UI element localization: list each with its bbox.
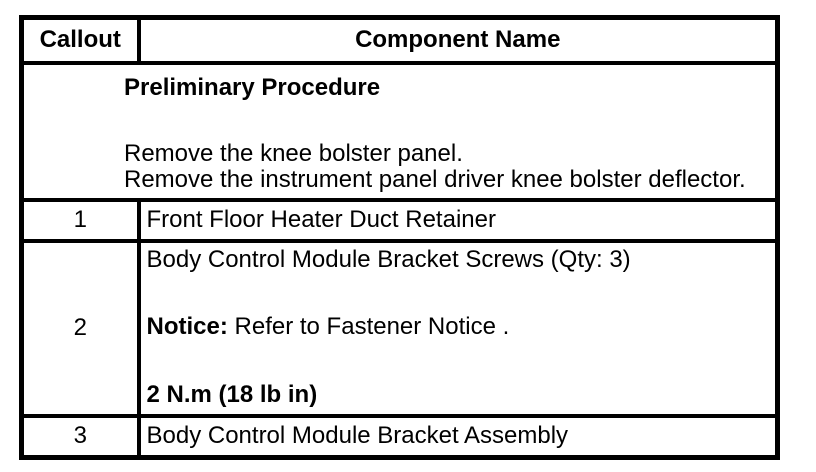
table-header-row: Callout Component Name [19,15,780,65]
callout-number-1: 1 [19,197,141,243]
table-row-1: 1 Front Floor Heater Duct Retainer [19,197,780,243]
callout-number-2: 2 [19,238,141,418]
component-callout-table: Callout Component Name Preliminary Proce… [19,15,780,460]
preliminary-step-1: Remove the knee bolster panel. [124,139,463,167]
component-name-2-cell: Body Control Module Bracket Screws (Qty:… [136,238,780,418]
torque-spec: 2 N.m (18 lb in) [146,380,318,408]
callout-number-3: 3 [19,413,141,460]
callout-column-header: Callout [19,15,141,65]
preliminary-step-2: Remove the instrument panel driver knee … [124,165,746,193]
preliminary-procedure-row: Preliminary Procedure Remove the knee bo… [19,60,780,202]
preliminary-procedure-cell: Preliminary Procedure Remove the knee bo… [19,60,780,202]
preliminary-procedure-title: Preliminary Procedure [124,73,381,101]
component-name-2: Body Control Module Bracket Screws (Qty:… [146,245,631,273]
component-name-3: Body Control Module Bracket Assembly [136,413,780,460]
preliminary-procedure-steps: Remove the knee bolster panel. Remove th… [124,139,769,193]
component-name-1: Front Floor Heater Duct Retainer [136,197,780,243]
notice-text: Refer to Fastener Notice . [234,312,510,340]
fastener-notice: Notice: Refer to Fastener Notice . [146,312,770,340]
component-name-column-header: Component Name [136,15,780,65]
notice-label: Notice: [146,312,228,340]
table-row-3: 3 Body Control Module Bracket Assembly [19,413,780,460]
table-row-2: 2 Body Control Module Bracket Screws (Qt… [19,238,780,418]
